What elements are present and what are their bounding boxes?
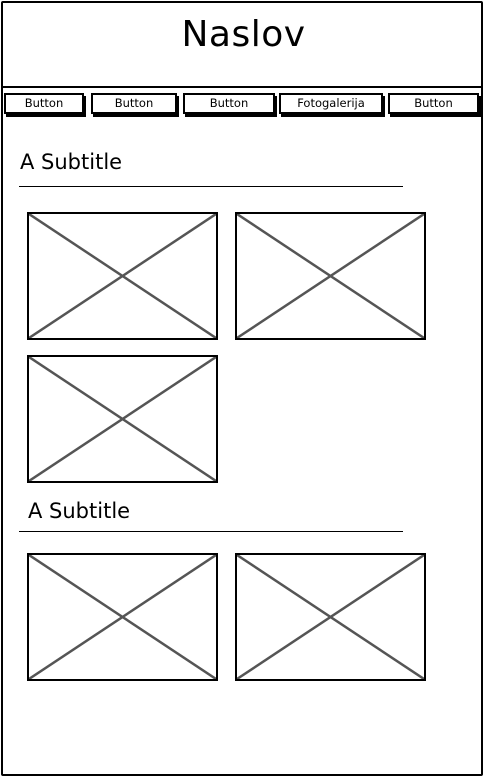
nav-button-1[interactable]: Button — [4, 93, 84, 114]
section-2-divider — [19, 531, 403, 532]
section-1-divider — [19, 186, 403, 187]
page-title: Naslov — [181, 14, 306, 55]
nav-button-fotogalerija[interactable]: Fotogalerija — [279, 93, 383, 114]
nav-button-3[interactable]: Button — [183, 93, 275, 114]
section-2-subtitle: A Subtitle — [28, 499, 131, 523]
image-placeholder-icon — [237, 555, 424, 679]
nav-button-2[interactable]: Button — [91, 93, 177, 114]
image-placeholder-icon — [29, 357, 216, 481]
image-placeholder — [235, 553, 426, 681]
image-placeholder — [27, 212, 218, 340]
header-divider — [3, 86, 482, 88]
section-1-subtitle: A Subtitle — [20, 150, 123, 174]
nav-button-5[interactable]: Button — [388, 93, 479, 114]
image-placeholder-icon — [237, 214, 424, 338]
image-placeholder — [27, 553, 218, 681]
image-placeholder — [235, 212, 426, 340]
image-placeholder-icon — [29, 214, 216, 338]
image-placeholder-icon — [29, 555, 216, 679]
image-placeholder — [27, 355, 218, 483]
nav-bar: Button Button Button Fotogalerija Button — [3, 93, 481, 119]
